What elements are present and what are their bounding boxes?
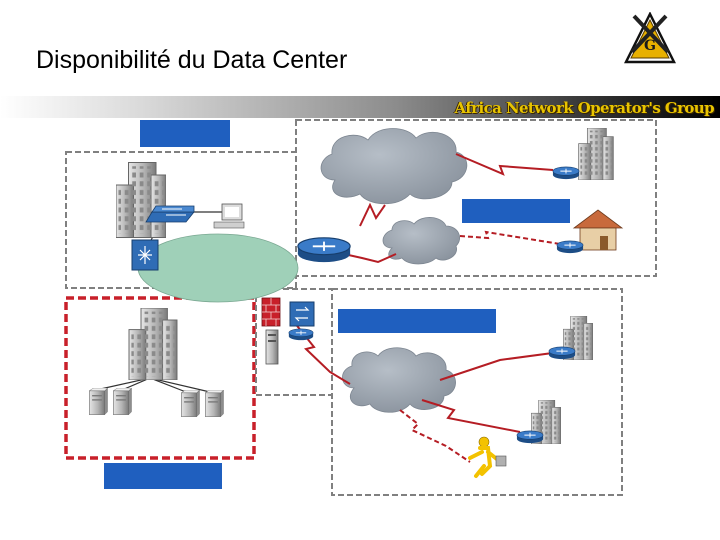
building-icon (128, 308, 178, 380)
router-icon (548, 346, 576, 360)
label-box-datacenter (104, 463, 222, 489)
zone-remote-wan (295, 119, 657, 277)
slide-title: Disponibilité du Data Center (36, 46, 348, 74)
tower-icon (88, 388, 108, 415)
router-icon (516, 430, 544, 444)
building-icon (578, 128, 614, 180)
router-icon (288, 328, 314, 341)
zone-primary-datacenter (64, 296, 256, 460)
tower-icon (112, 388, 132, 415)
server-icon (265, 329, 279, 365)
svg-text:G: G (644, 38, 656, 54)
backup-cloud (382, 217, 460, 265)
masonic-logo-icon: G (624, 12, 676, 64)
wan-cloud (320, 128, 468, 205)
switch-icon (145, 205, 195, 223)
lan-segment (137, 233, 299, 303)
multilayer-switch-icon (131, 239, 159, 271)
tower-icon (204, 390, 224, 417)
workstation-icon (213, 203, 245, 229)
wan-links (293, 153, 561, 463)
zone-dmz (255, 288, 333, 396)
label-box-wan (462, 199, 570, 223)
label-box-headquarters (140, 120, 230, 147)
internet-cloud (342, 347, 456, 413)
zone-internet (331, 288, 623, 496)
brand-banner: Africa Network Operator's Group (454, 99, 715, 117)
label-box-internet (338, 309, 496, 333)
building-icon (116, 161, 166, 239)
tower-icon (180, 390, 200, 417)
house-icon (572, 209, 624, 251)
firewall-icon (261, 297, 281, 327)
mobile-user-icon (468, 436, 507, 478)
router-icon (552, 166, 580, 180)
router-icon (296, 236, 352, 264)
router-icon (556, 240, 584, 254)
switch-icon (289, 301, 315, 327)
title-bar (0, 96, 720, 118)
